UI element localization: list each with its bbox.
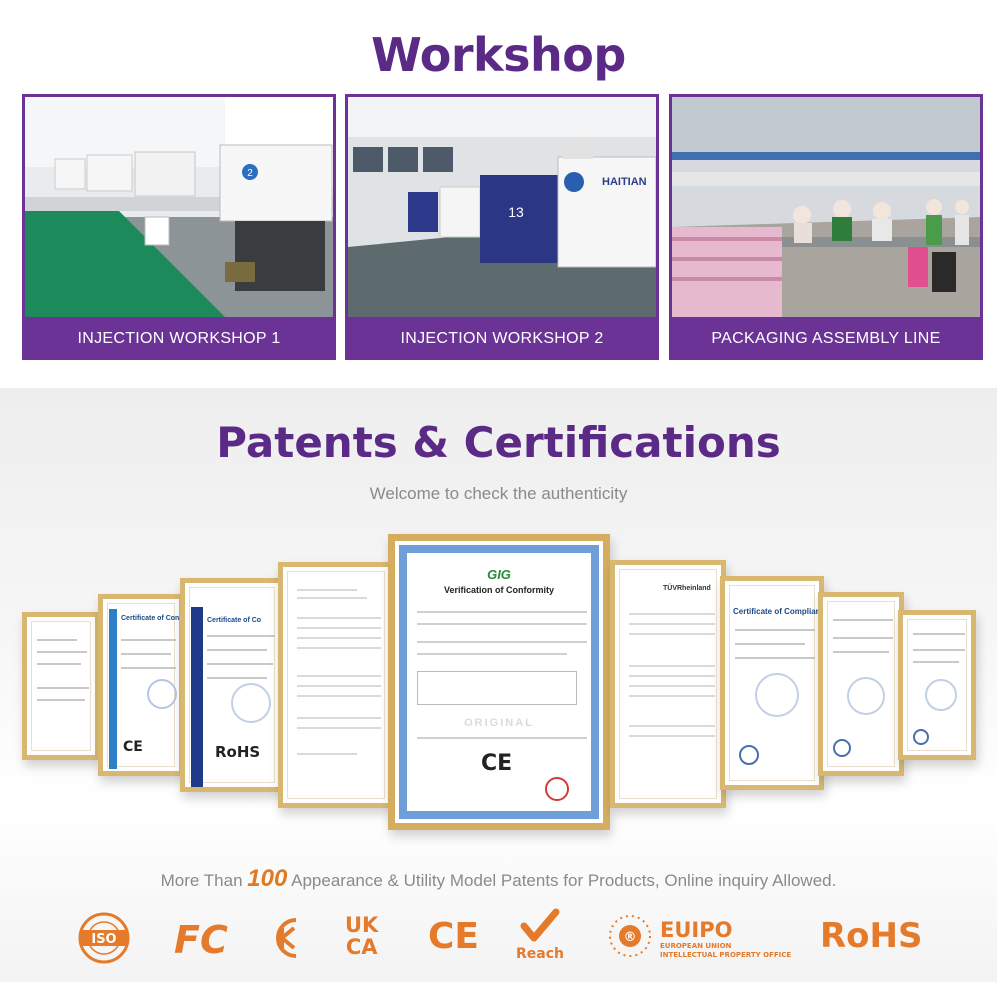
patents-subtitle: Welcome to check the authenticity xyxy=(369,484,628,503)
main-ce-mark: CE xyxy=(481,751,513,776)
certificate-frame-8[interactable] xyxy=(818,592,904,776)
euipo-sub-1: EUROPEAN UNION xyxy=(660,942,732,950)
workshop-section: Workshop 2 INJECTION WORKSHOP 1 xyxy=(0,0,997,388)
patents-count: 100 xyxy=(247,865,288,892)
certification-logos-row: ISO FC UK CA CE Reach xyxy=(0,908,997,978)
certificate-frame-7[interactable]: Certificate of Compliance xyxy=(720,576,824,790)
original-watermark: ORIGINAL xyxy=(464,717,534,729)
certificates-gallery: Certificate of Con CE Certificate of Co … xyxy=(0,528,997,830)
tuv-label: TÜVRheinland xyxy=(663,585,711,592)
reach-logo-text: Reach xyxy=(516,946,564,962)
ukca-logo: UK CA xyxy=(345,914,378,958)
ce-logo: CE xyxy=(428,916,480,957)
patents-section: Patents & Certifications Welcome to chec… xyxy=(0,388,997,982)
haitian-brand-label: HAITIAN xyxy=(602,176,647,188)
rohs-certificate-label: RoHS xyxy=(215,743,261,761)
injection-workshop-1-photo: 2 xyxy=(25,97,333,317)
caption-packaging-assembly-line: PACKAGING ASSEMBLY LINE xyxy=(711,329,941,347)
machine-number-13: 13 xyxy=(508,204,524,220)
certificate-frame-3[interactable]: Certificate of Co RoHS xyxy=(180,578,284,792)
caption-injection-workshop-1: INJECTION WORKSHOP 1 xyxy=(77,329,281,347)
gig-brand: GIG xyxy=(487,567,511,582)
workshop-card-packaging[interactable]: PACKAGING ASSEMBLY LINE xyxy=(669,94,983,360)
certificate-frame-2[interactable]: Certificate of Con CE xyxy=(98,594,184,776)
compliance-title: Certificate of Compliance xyxy=(733,607,824,616)
kc-logo xyxy=(270,916,300,964)
patents-title: Patents & Certifications xyxy=(216,418,781,467)
svg-text:®: ® xyxy=(624,930,637,945)
ukca-bottom: CA xyxy=(345,935,378,959)
packaging-assembly-line-photo xyxy=(672,97,980,317)
ukca-top: UK xyxy=(345,913,379,937)
patents-text-after: Appearance & Utility Model Patents for P… xyxy=(291,871,837,890)
rohs-logo: RoHS xyxy=(820,916,923,956)
machine-number-2: 2 xyxy=(247,168,253,179)
reach-logo: Reach xyxy=(516,908,564,962)
workshop-card-injection-1[interactable]: 2 INJECTION WORKSHOP 1 xyxy=(22,94,336,360)
patents-count-statement: More Than 100 Appearance & Utility Model… xyxy=(0,865,997,893)
certificate-frame-4[interactable] xyxy=(278,562,394,808)
certificate-ce-mark: CE xyxy=(123,739,143,755)
verification-title: Verification of Conformity xyxy=(443,585,554,595)
iso-logo-text: ISO xyxy=(91,932,116,947)
caption-injection-workshop-2: INJECTION WORKSHOP 2 xyxy=(400,329,604,347)
certificate-frame-9[interactable] xyxy=(898,610,976,760)
euipo-text: EUIPO xyxy=(660,918,733,942)
certificate-frame-6[interactable]: TÜVRheinland xyxy=(610,560,726,808)
certificate-frame-main[interactable]: GIG Verification of Conformity ORIGINAL … xyxy=(388,534,610,830)
patents-text-before: More Than xyxy=(160,871,243,890)
euipo-sub-2: INTELLECTUAL PROPERTY OFFICE xyxy=(660,951,792,959)
iso-logo: ISO xyxy=(78,912,130,968)
workshop-title: Workshop xyxy=(371,28,626,82)
workshop-card-injection-2[interactable]: HAITIAN 13 INJECTION WORKSHOP 2 xyxy=(345,94,659,360)
certificate-frame-1[interactable] xyxy=(22,612,100,760)
fc-logo: FC xyxy=(174,918,228,962)
injection-workshop-2-photo: HAITIAN 13 xyxy=(348,97,656,317)
